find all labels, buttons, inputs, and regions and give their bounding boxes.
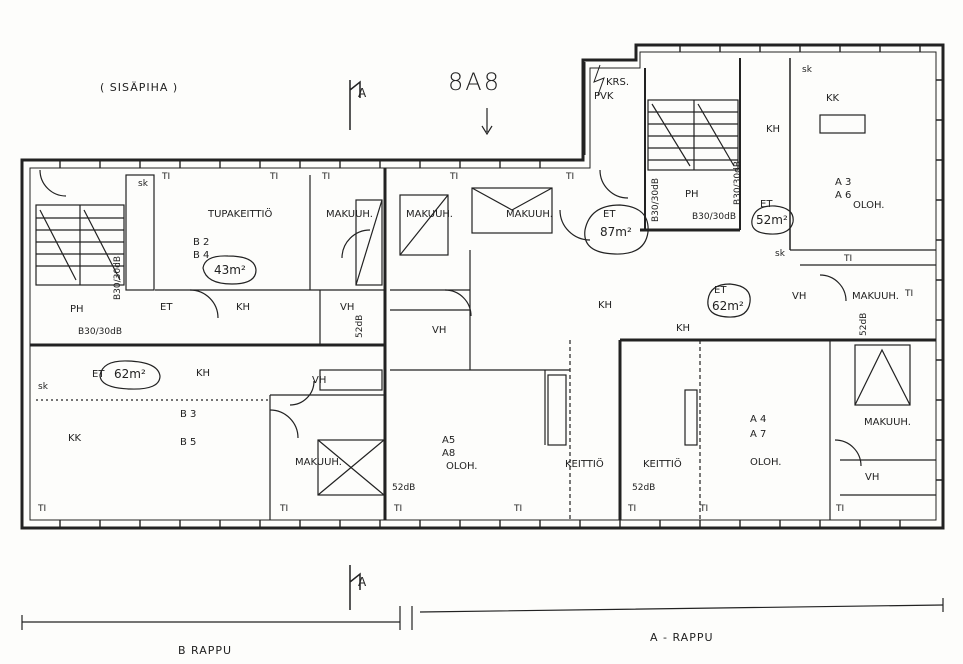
- sk-label-b2: sk: [138, 179, 148, 189]
- apt-b3: B 3: [180, 409, 197, 420]
- ti-label-11: TI: [566, 172, 575, 182]
- tupakeittio-label: TUPAKEITTIÖ: [208, 209, 273, 220]
- apt-a6: A 6: [835, 190, 852, 201]
- et-label-a58: ET: [603, 209, 616, 220]
- vh-label-a1: VH: [432, 325, 447, 336]
- oloh-label-a3: OLOH.: [750, 457, 782, 468]
- kh-label-a3: KH: [676, 323, 691, 334]
- area-b35: 62m²: [114, 367, 146, 381]
- apt-a4: A 4: [750, 414, 767, 425]
- b30-note-a-vertical-2: B30/30dB: [733, 161, 743, 205]
- et-label-b1: ET: [160, 302, 173, 313]
- ti-label-3: TI: [162, 172, 171, 182]
- courtyard-label: ( SISÄPIHA ): [100, 81, 179, 94]
- apt-b2: B 2: [193, 237, 210, 248]
- apt-a8: A8: [442, 448, 456, 459]
- kh-label-b2: KH: [196, 368, 211, 379]
- kh-label-a2: KH: [766, 124, 781, 135]
- outer-wall: [20, 43, 945, 530]
- ti-label-10: TI: [450, 172, 459, 182]
- vh-label-b2: VH: [312, 375, 327, 386]
- makuuh-label-a4: MAKUUH.: [864, 417, 911, 428]
- section-mark-top: A: [358, 86, 367, 100]
- vh-label-b1: VH: [340, 302, 355, 313]
- apt-a7: A 7: [750, 429, 767, 440]
- stair-b-label: B RAPPU: [178, 644, 233, 657]
- apt-b5: B 5: [180, 437, 197, 448]
- kk-label-a: KK: [826, 93, 840, 104]
- ph-label-a: PH: [685, 189, 699, 200]
- ti-label-6: TI: [394, 504, 403, 514]
- sk-label-b: sk: [38, 382, 48, 392]
- b30-note-a-vertical: B30/30dB: [651, 178, 661, 222]
- b30-note-a: B30/30dB: [692, 212, 736, 222]
- keittio-label-a2: KEITTIÖ: [643, 459, 682, 470]
- kh-label-b1: KH: [236, 302, 251, 313]
- sk-label-a2: sk: [802, 65, 812, 75]
- makuuh-label-a2: MAKUUH.: [506, 209, 553, 220]
- b30-note-b: B30/30dB: [78, 327, 122, 337]
- et-label-a47: ET: [714, 285, 727, 296]
- outer-wall-inner: [29, 51, 937, 521]
- block-code: 8A8: [448, 68, 501, 96]
- apt-a5: A5: [442, 435, 456, 446]
- et-label-b2: ET: [92, 369, 105, 380]
- et-label-a36: ET: [760, 199, 773, 210]
- ti-label-14: TI: [836, 504, 845, 514]
- b30-note-b-vertical: B30/30dB: [113, 256, 123, 300]
- area-b24: 43m²: [214, 263, 246, 277]
- makuuh-label-a3: MAKUUH.: [852, 291, 899, 302]
- sk-label-a1: sk: [775, 249, 785, 259]
- area-a36: 52m²: [756, 213, 788, 227]
- kh-label-a1: KH: [598, 300, 613, 311]
- ph-label-b: PH: [70, 304, 84, 315]
- keittio-label-a1: KEITTIÖ: [565, 459, 604, 470]
- vh-label-a3: VH: [865, 472, 880, 483]
- ti-label-13: TI: [905, 289, 914, 299]
- krs-label: KRS.: [606, 77, 630, 88]
- area-a47: 62m²: [712, 299, 744, 313]
- area-a58: 87m²: [600, 225, 632, 239]
- ti-label-5: TI: [322, 172, 331, 182]
- ti-label-7: TI: [514, 504, 523, 514]
- ti-label-2: TI: [280, 504, 289, 514]
- ti-label-4: TI: [270, 172, 279, 182]
- db52-note-a2: 52dB: [632, 483, 656, 493]
- vh-label-a2: VH: [792, 291, 807, 302]
- pvk-label: PVK: [594, 91, 614, 102]
- makuuh-label-b1: MAKUUH.: [326, 209, 373, 220]
- db52-note-a1: 52dB: [392, 483, 416, 493]
- ti-label-9: TI: [700, 504, 709, 514]
- ti-label-1: TI: [38, 504, 47, 514]
- makuuh-label-a1: MAKUUH.: [406, 209, 453, 220]
- kk-label-b: KK: [68, 433, 82, 444]
- db52-note-a3: 52dB: [859, 312, 869, 336]
- oloh-label-a2: OLOH.: [853, 200, 885, 211]
- makuuh-label-b2: MAKUUH.: [295, 457, 342, 468]
- ti-label-8: TI: [628, 504, 637, 514]
- stair-a-label: A - RAPPU: [650, 631, 714, 644]
- apt-b4: B 4: [193, 250, 210, 261]
- ti-label-12: TI: [844, 254, 853, 264]
- apt-a3: A 3: [835, 177, 852, 188]
- oloh-label-a1: OLOH.: [446, 461, 478, 472]
- db52-note-b: 52dB: [355, 314, 365, 338]
- section-mark-bottom: A: [358, 575, 367, 589]
